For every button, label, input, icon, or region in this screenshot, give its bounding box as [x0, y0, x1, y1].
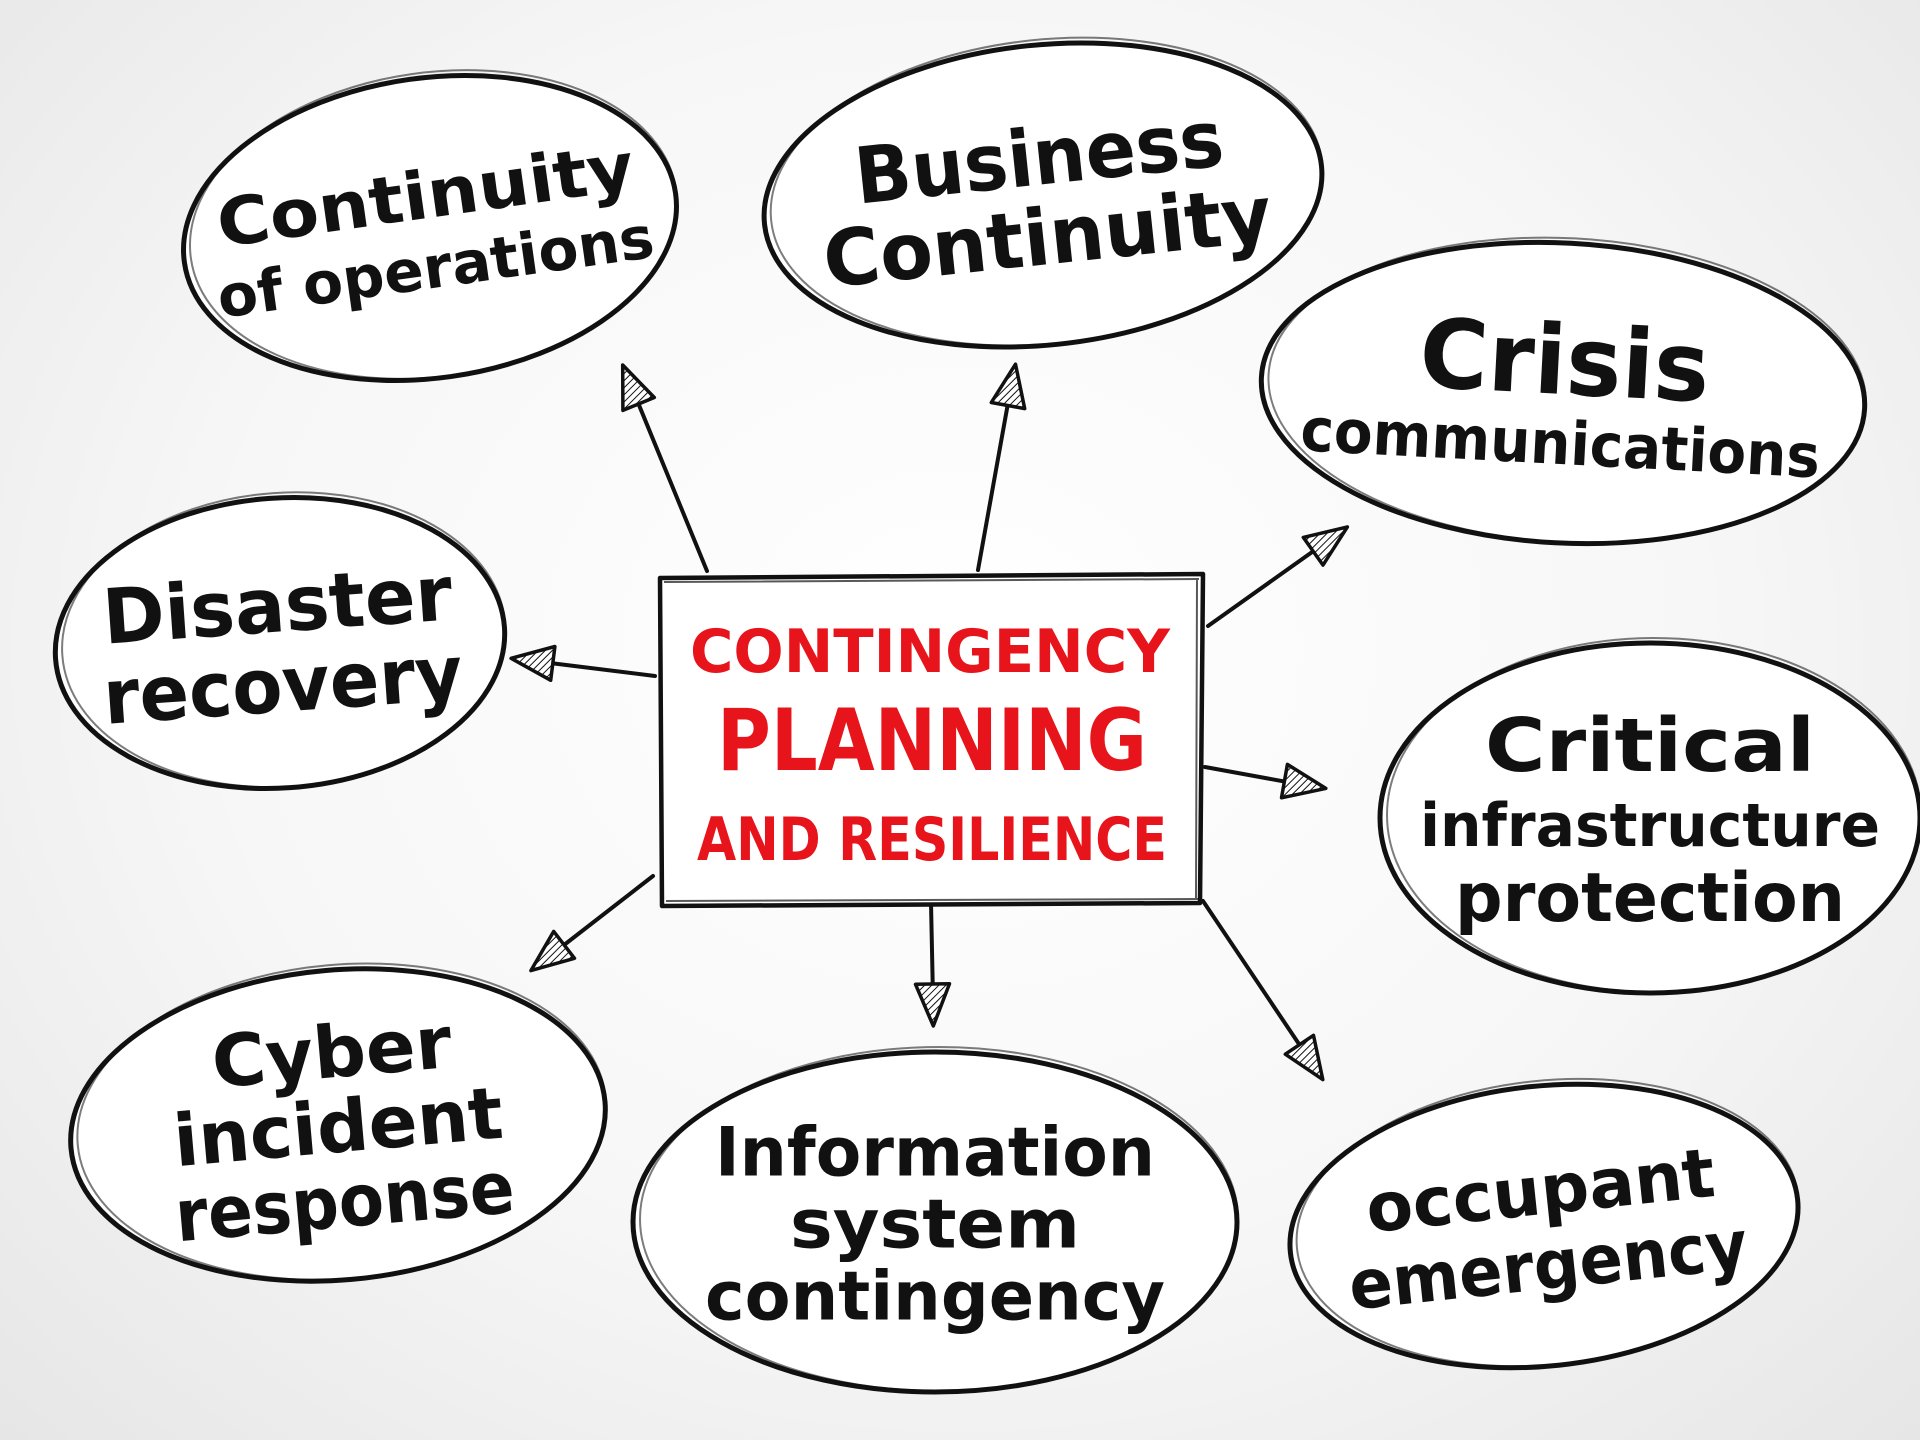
bubble-outline-sketch: [639, 1046, 1239, 1392]
center-title-line-2: PLANNING: [717, 691, 1147, 791]
arrowhead-icon: [509, 644, 557, 683]
connector-line: [929, 901, 935, 1000]
center-title-line-3: AND RESILIENCE: [697, 805, 1167, 875]
arrowhead-icon: [1279, 762, 1328, 800]
arrowhead-icon: [529, 929, 577, 973]
bubble-outline-sketch: [1267, 236, 1867, 544]
central-topic-box: [657, 571, 1206, 909]
bubble-outline-sketch: [1295, 1077, 1800, 1368]
bubble-label: Cyber: [208, 1000, 455, 1105]
connector-arrows: [509, 362, 1350, 1082]
bubble-label: contingency: [705, 1258, 1165, 1337]
arrowhead-icon: [989, 362, 1027, 411]
arrowhead-icon: [913, 981, 952, 1028]
bubble-outline-sketch: [1386, 637, 1920, 993]
central-topic-box-sketch: [663, 578, 1200, 902]
arrowhead-icon: [1301, 525, 1350, 567]
bubble-outline-sketch: [189, 69, 679, 380]
bubble-outline-sketch: [769, 36, 1324, 347]
bubble-outline: [1377, 640, 1920, 996]
connector-line: [540, 660, 657, 678]
connector-line: [1206, 543, 1324, 628]
bubble-label: system: [790, 1186, 1080, 1265]
connector-line: [553, 874, 655, 954]
bubble-outline-sketch: [61, 491, 507, 789]
connector-line: [976, 390, 1012, 572]
connector-line: [630, 386, 709, 573]
bubble-label: Critical: [1485, 703, 1815, 789]
bubble-label: Information: [715, 1114, 1155, 1193]
bubble-label: Crisis: [1417, 298, 1712, 425]
connector-line: [1201, 899, 1309, 1058]
connector-line: [1203, 765, 1300, 786]
bubble-label: infrastructure: [1420, 791, 1880, 861]
arrowhead-icon: [1283, 1033, 1325, 1082]
bubble-outline-sketch: [76, 962, 608, 1281]
center-title-line-1: CONTINGENCY: [690, 617, 1172, 687]
arrowhead-icon: [620, 363, 657, 413]
central-topic: CONTINGENCY PLANNING AND RESILIENCE: [657, 571, 1206, 909]
bubble-label: protection: [1455, 859, 1845, 938]
